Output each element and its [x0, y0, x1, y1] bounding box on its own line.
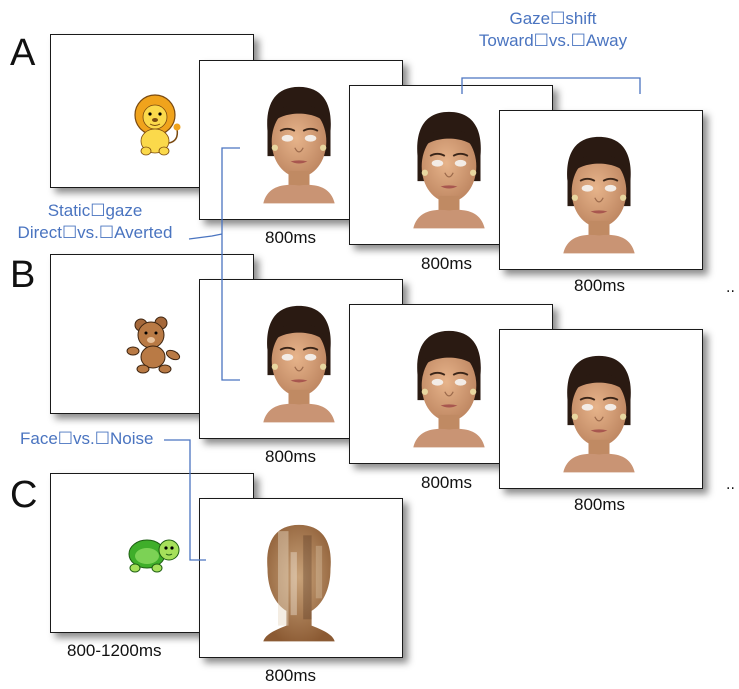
section-b-face-frame-3 — [499, 329, 703, 489]
section-b-duration-2: 800ms — [421, 473, 473, 492]
section-a-duration-2: 800ms — [421, 254, 473, 273]
static-gaze-annotation: Static☐gaze Direct☐vs.☐Averted — [4, 200, 186, 244]
face-averted-gaze-image — [257, 300, 341, 424]
noise-head-image — [263, 524, 335, 642]
section-c-label: C — [10, 474, 38, 516]
section-b-ellipsis: .. — [726, 477, 735, 493]
teddy-bear-icon — [126, 316, 181, 374]
gaze-shift-annotation: Gaze☐shift Toward☐vs.☐Away — [462, 8, 644, 52]
gaze-shift-line-2: Toward☐vs.☐Away — [478, 31, 628, 51]
section-c-cue-duration: 800-1200ms — [67, 641, 162, 660]
section-a-face-frame-3 — [499, 110, 703, 270]
section-c-noise-frame — [199, 498, 403, 658]
section-a-duration-1: 800ms — [265, 228, 317, 247]
static-gaze-line-1: Static☐gaze — [47, 201, 143, 220]
section-b-label: B — [10, 254, 36, 296]
section-b-duration-3: 800ms — [574, 495, 626, 514]
face-noise-annotation: Face☐vs.☐Noise — [20, 429, 154, 448]
lion-icon — [134, 94, 181, 156]
section-a-duration-3: 800ms — [574, 276, 626, 295]
face-direct-gaze-image — [257, 81, 341, 205]
face-gaze-shift-image — [557, 350, 641, 474]
face-direct-gaze-image — [407, 325, 491, 449]
section-a-ellipsis: .. — [726, 280, 735, 296]
turtle-icon — [128, 539, 180, 573]
section-c-noise-duration: 800ms — [265, 666, 317, 685]
section-b-duration-1: 800ms — [265, 447, 317, 466]
static-gaze-line-2: Direct☐vs.☐Averted — [17, 223, 173, 243]
face-averted-gaze-image — [407, 106, 491, 230]
gaze-shift-line-1: Gaze☐shift — [509, 9, 597, 28]
section-a-label: A — [10, 32, 36, 74]
face-gaze-shift-image — [557, 131, 641, 255]
